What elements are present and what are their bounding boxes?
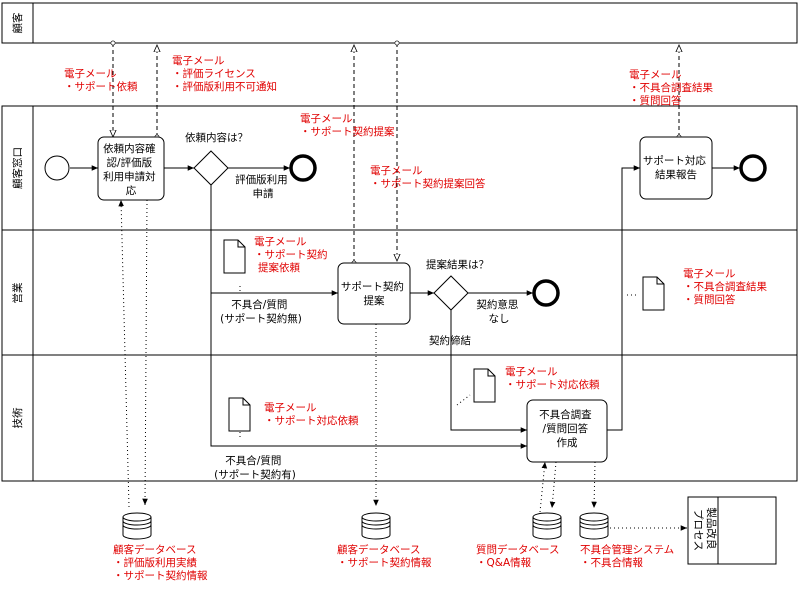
document-icon [223,239,246,274]
label-issue-no-contract: 不具合/質問 (サポート契約無) [220,298,302,325]
start-event [44,155,70,181]
document-label-support-request-1: 電子メール ・サポート対応依頼 [264,402,359,427]
svg-text:不具合調査 /質問回答 作成: 不具合調査 /質問回答 作成 [539,408,595,449]
external-process-pool: 製品改良 プロセス [687,496,777,565]
document-icon [473,368,496,403]
customer-pool-label: 顧客 [11,12,24,33]
document-labels: 電子メール ・サポート契約 提案依頼 電子メール ・サポート対応依頼 電子メール… [254,236,770,427]
task-result-report: サポート対応 結果報告 [639,136,713,200]
task1-line4: 応 [126,184,137,197]
data-associations [118,199,687,531]
task-defect-investigation: 不具合調査 /質問回答 作成 [526,399,608,463]
gateway-label-proposal: 提案結果は？ [426,258,489,271]
task1-line3: 利用申請対 [103,170,156,183]
task-support-proposal: サポート契約 提案 [337,262,411,325]
task2-line2: 提案 [364,294,385,307]
document-icon [642,276,665,311]
gateway-proposal-result [433,275,469,311]
svg-text:サポート契約 提案: サポート契約 提案 [341,280,407,307]
end-event-no-contract [532,279,560,307]
document-label-proposal-request: 電子メール ・サポート契約 提案依頼 [254,236,331,274]
task2-line1: サポート契約 [341,280,404,293]
task-request-check: 依頼内容確 認/評価版 利用申請対 応 [97,136,165,201]
database-icon [361,512,391,540]
gateway-request-type [193,150,229,186]
message-flows [113,43,679,263]
database-icon [579,512,609,540]
document-icon [228,397,251,432]
task3-line1: 不具合調査 [539,408,592,421]
label-contracted: 契約締結 [429,334,471,347]
store-label-question-db: 質問データベース ・Q&A情報 [476,543,563,569]
end-event-report [739,154,767,182]
gateway-label-request: 依頼内容は？ [185,131,248,144]
message-label-support-request: 電子メール ・サポート依頼 [64,68,138,93]
task4-line1: サポート対応 [643,154,706,167]
database-icon [532,512,562,540]
task4-line2: 結果報告 [655,168,697,181]
events [44,154,767,307]
end-event-trial [289,154,317,182]
message-label-trial-license: 電子メール ・評価ライセンス ・評価版利用不可通知 [172,55,277,93]
svg-text:依頼内容確 認/評価版 利用申請対: 依頼内容確 認/評価版 利用申請対 応 [103,142,159,197]
store-label-defect-system: 不具合管理システム ・不具合情報 [580,543,678,569]
label-declined: 契約意思 なし [476,298,521,325]
store-label-customer-db-1: 顧客データベース ・評価版利用実績 ・サポート契約情報 [113,543,208,582]
store-label-customer-db-2: 顧客データベース ・サポート契約情報 [337,543,432,569]
task1-line1: 依頼内容確 [103,142,156,155]
lane-label-sales: 営業 [11,282,24,303]
document-icons [223,239,665,432]
document-label-result: 電子メール ・不具合調査結果 ・質問回答 [683,268,770,306]
database-icon [122,512,152,540]
label-trial: 評価版利用 申請 [235,173,291,200]
message-labels: 電子メール ・サポート依頼 電子メール ・評価ライセンス ・評価版利用不可通知 … [64,55,716,190]
data-stores [122,512,609,540]
message-label-proposal-reply: 電子メール ・サポート契約提案回答 [370,165,486,190]
task3-line3: 作成 [557,437,578,449]
lane-label-engineering: 技術 [11,407,24,428]
document-label-support-request-2: 電子メール ・サポート対応依頼 [505,366,600,391]
store-labels: 顧客データベース ・評価版利用実績 ・サポート契約情報 顧客データベース ・サポ… [113,543,678,582]
customer-pool: 顧客 [1,2,798,44]
external-process-label: 製品改良 プロセス [692,507,718,552]
task1-line2: 認/評価版 [107,156,153,169]
task3-line2: /質問回答 [543,422,589,435]
svg-text:サポート対応 結果報告: サポート対応 結果報告 [643,154,709,181]
sequence-flows [70,165,740,449]
gateways [193,150,469,311]
message-label-contract-proposal: 電子メール ・サポート契約提案 [300,113,395,138]
message-label-result: 電子メール ・不具合調査結果 ・質問回答 [629,69,716,107]
lane-label-support-desk: 顧客窓口 [11,147,24,189]
flow-labels: 依頼内容は？ 提案結果は？ 評価版利用 申請 不具合/質問 (サポート契約無) … [185,131,521,481]
label-issue-with-contract: 不具合/質問 (サポート契約有) [214,454,296,481]
